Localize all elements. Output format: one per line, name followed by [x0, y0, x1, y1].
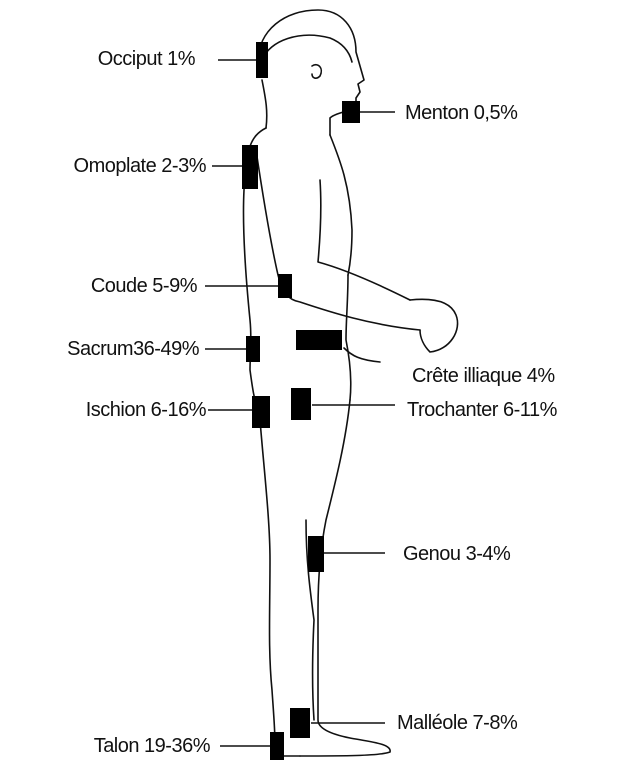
- label-sacrum: Sacrum36-49%: [10, 337, 199, 361]
- label-occiput: Occiput 1%: [40, 47, 195, 71]
- marker-ischion: [252, 396, 270, 428]
- label-crete-illiaque: Crête illiaque 4%: [412, 364, 555, 388]
- marker-malleole: [290, 708, 310, 738]
- label-trochanter: Trochanter 6-11%: [407, 398, 557, 422]
- marker-coude: [278, 274, 292, 298]
- arm-back: [256, 150, 420, 330]
- label-talon: Talon 19-36%: [10, 734, 210, 758]
- marker-crete: [296, 330, 342, 350]
- label-ischion: Ischion 6-16%: [10, 398, 206, 422]
- ear: [312, 65, 321, 78]
- marker-omoplate: [242, 145, 258, 189]
- label-menton: Menton 0,5%: [405, 101, 517, 125]
- marker-genou: [308, 536, 324, 572]
- label-omoplate: Omoplate 2-3%: [10, 154, 206, 178]
- back-of-neck: [262, 80, 267, 128]
- marker-occiput: [256, 42, 268, 78]
- hair-line: [262, 35, 352, 62]
- label-malleole: Malléole 7-8%: [397, 711, 517, 735]
- marker-talon: [270, 732, 284, 760]
- back-leg: [260, 420, 300, 756]
- chest-outline: [330, 135, 352, 275]
- belly-outline: [346, 275, 351, 400]
- label-genou: Genou 3-4%: [403, 542, 510, 566]
- arm-front: [318, 180, 410, 300]
- marker-trochanter: [291, 388, 311, 420]
- pressure-markers: [242, 42, 360, 760]
- marker-menton: [342, 101, 360, 123]
- marker-sacrum: [246, 336, 260, 362]
- label-coude: Coude 5-9%: [20, 274, 197, 298]
- hand: [410, 299, 458, 352]
